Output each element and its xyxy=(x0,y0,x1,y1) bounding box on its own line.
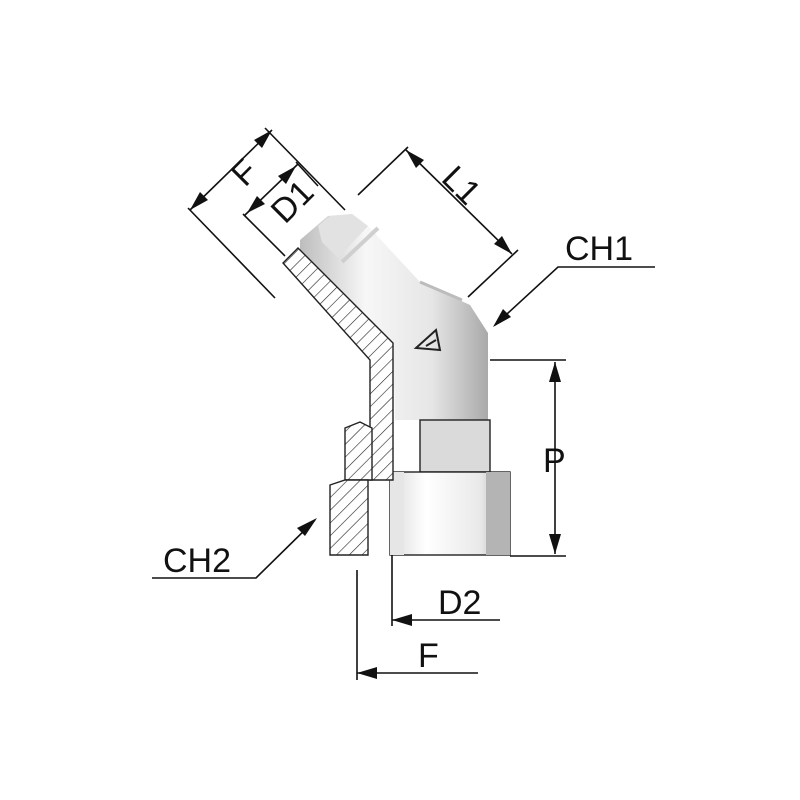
elbow-tube xyxy=(300,214,488,420)
label-f-top: F xyxy=(224,152,266,194)
logo-icon xyxy=(413,328,442,352)
swivel-collar xyxy=(419,419,491,473)
label-f-bottom: F xyxy=(418,637,439,675)
label-d2: D2 xyxy=(438,584,481,622)
label-p: P xyxy=(543,442,566,480)
section-hatch-upper xyxy=(282,247,394,481)
label-ch2: CH2 xyxy=(163,542,231,580)
section-hatch-nut xyxy=(329,479,369,556)
fitting-body xyxy=(282,214,511,556)
section-hatch-ring xyxy=(344,421,373,481)
label-d1: D1 xyxy=(264,173,322,231)
dimensions xyxy=(152,127,655,680)
label-l1: L1 xyxy=(434,159,488,213)
label-ch1: CH1 xyxy=(565,230,633,268)
elbow-nose xyxy=(318,214,368,258)
